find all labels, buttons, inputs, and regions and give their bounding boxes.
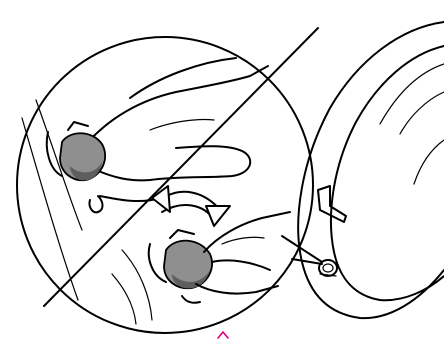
step-one-view [22, 58, 268, 300]
cover-cap-icon [149, 230, 212, 288]
rotation-arrow-icon [152, 186, 230, 226]
marker-caret-icon [218, 332, 228, 338]
lamp-housing [298, 22, 444, 318]
hand-icon [88, 58, 268, 201]
step-two-view [112, 212, 290, 324]
cover-cap-icon [47, 122, 105, 180]
